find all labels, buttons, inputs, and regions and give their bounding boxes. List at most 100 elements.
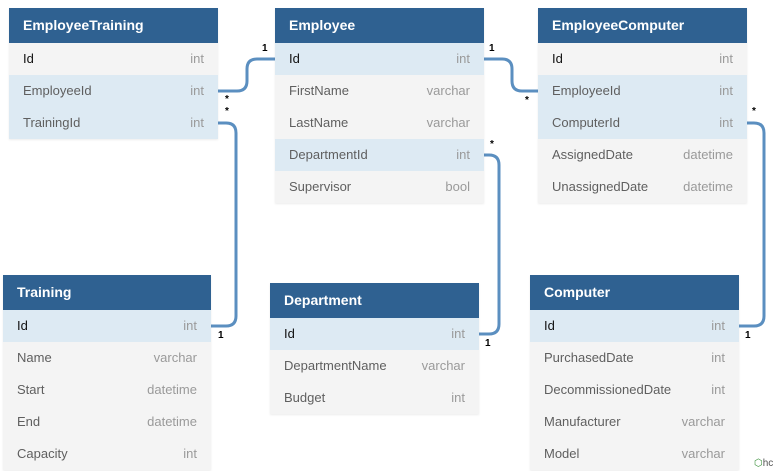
column-name: EmployeeId (23, 83, 92, 98)
column-row: AssignedDate datetime (538, 139, 747, 171)
table-employee[interactable]: Employee Id int FirstName varchar LastNa… (275, 8, 484, 203)
column-type: int (190, 51, 204, 66)
column-type: datetime (147, 414, 197, 429)
column-type: varchar (681, 414, 725, 429)
column-type: int (183, 446, 197, 461)
cardinality-one-marker: 1 (262, 43, 268, 54)
table-computer[interactable]: Computer Id int PurchasedDate int Decomm… (530, 275, 739, 470)
column-name: Model (544, 446, 580, 461)
column-name: ComputerId (552, 115, 620, 130)
column-name: EmployeeId (552, 83, 621, 98)
column-row: Supervisor bool (275, 171, 484, 203)
column-row: Id int (270, 318, 479, 350)
column-name: Id (17, 318, 28, 333)
column-type: datetime (683, 147, 733, 162)
column-name: DepartmentName (284, 358, 387, 373)
column-type: int (719, 115, 733, 130)
column-row: LastName varchar (275, 107, 484, 139)
cardinality-many-marker: * (752, 106, 756, 117)
column-row: FirstName varchar (275, 75, 484, 107)
column-row: Manufacturer varchar (530, 406, 739, 438)
table-title: Department (270, 283, 479, 318)
cardinality-many-marker: * (225, 106, 229, 117)
column-row: EmployeeId int (538, 75, 747, 107)
column-row: Name varchar (3, 342, 211, 374)
column-type: int (711, 318, 725, 333)
column-name: PurchasedDate (544, 350, 634, 365)
link-employeetraining-training (211, 121, 238, 328)
column-name: Id (552, 51, 563, 66)
column-type: int (711, 350, 725, 365)
column-row: Id int (538, 43, 747, 75)
link-employee-department (479, 153, 501, 336)
column-name: Id (284, 326, 295, 341)
table-department[interactable]: Department Id int DepartmentName varchar… (270, 283, 479, 414)
column-name: FirstName (289, 83, 349, 98)
column-type: varchar (426, 83, 470, 98)
column-name: Capacity (17, 446, 68, 461)
column-name: DepartmentId (289, 147, 368, 162)
column-type: int (719, 51, 733, 66)
cardinality-one-marker: 1 (218, 330, 224, 341)
column-type: int (190, 83, 204, 98)
column-row: Start datetime (3, 374, 211, 406)
link-employeecomputer-computer (739, 121, 766, 328)
table-employeetraining[interactable]: EmployeeTraining Id int EmployeeId int T… (9, 8, 218, 139)
table-title: Employee (275, 8, 484, 43)
column-row: DepartmentName varchar (270, 350, 479, 382)
column-type: int (456, 147, 470, 162)
column-name: Budget (284, 390, 326, 405)
column-row: ComputerId int (538, 107, 747, 139)
column-type: int (711, 382, 725, 397)
column-row: DepartmentId int (275, 139, 484, 171)
table-employeecomputer[interactable]: EmployeeComputer Id int EmployeeId int C… (538, 8, 747, 203)
column-name: Id (23, 51, 34, 66)
table-training[interactable]: Training Id int Name varchar Start datet… (3, 275, 211, 470)
column-row: Id int (9, 43, 218, 75)
column-name: Start (17, 382, 45, 397)
table-title: EmployeeComputer (538, 8, 747, 43)
column-name: UnassignedDate (552, 179, 649, 194)
column-type: int (719, 83, 733, 98)
column-row: Id int (275, 43, 484, 75)
cardinality-many-marker: * (525, 95, 529, 106)
column-name: Supervisor (289, 179, 352, 194)
column-row: EmployeeId int (9, 75, 218, 107)
column-type: int (456, 51, 470, 66)
column-type: int (190, 115, 204, 130)
column-row: DecommissionedDate int (530, 374, 739, 406)
cardinality-many-marker: * (490, 139, 494, 150)
column-type: datetime (147, 382, 197, 397)
column-name: Manufacturer (544, 414, 621, 429)
cardinality-one-marker: 1 (485, 338, 491, 349)
cardinality-one-marker: 1 (489, 43, 495, 54)
column-row: Capacity int (3, 438, 211, 470)
column-name: TrainingId (23, 115, 81, 130)
column-name: LastName (289, 115, 349, 130)
column-name: AssignedDate (552, 147, 633, 162)
column-type: varchar (421, 358, 465, 373)
column-type: varchar (681, 446, 725, 461)
column-type: int (451, 326, 465, 341)
column-type: datetime (683, 179, 733, 194)
column-row: Id int (530, 310, 739, 342)
link-employee-employeecomputer (484, 57, 538, 93)
column-row: PurchasedDate int (530, 342, 739, 374)
cardinality-many-marker: * (225, 94, 229, 105)
column-name: Name (17, 350, 52, 365)
column-type: int (451, 390, 465, 405)
column-name: End (17, 414, 41, 429)
logo-text: hc (762, 458, 774, 469)
table-title: EmployeeTraining (9, 8, 218, 43)
column-row: Budget int (270, 382, 479, 414)
column-row: Model varchar (530, 438, 739, 470)
column-type: bool (445, 179, 470, 194)
hexagon-icon: ⬡ (754, 458, 763, 469)
column-name: Id (289, 51, 300, 66)
column-type: varchar (153, 350, 197, 365)
link-employeetraining-employee (218, 57, 276, 93)
column-row: TrainingId int (9, 107, 218, 139)
column-row: Id int (3, 310, 211, 342)
logo: ⬡hc (754, 458, 773, 469)
